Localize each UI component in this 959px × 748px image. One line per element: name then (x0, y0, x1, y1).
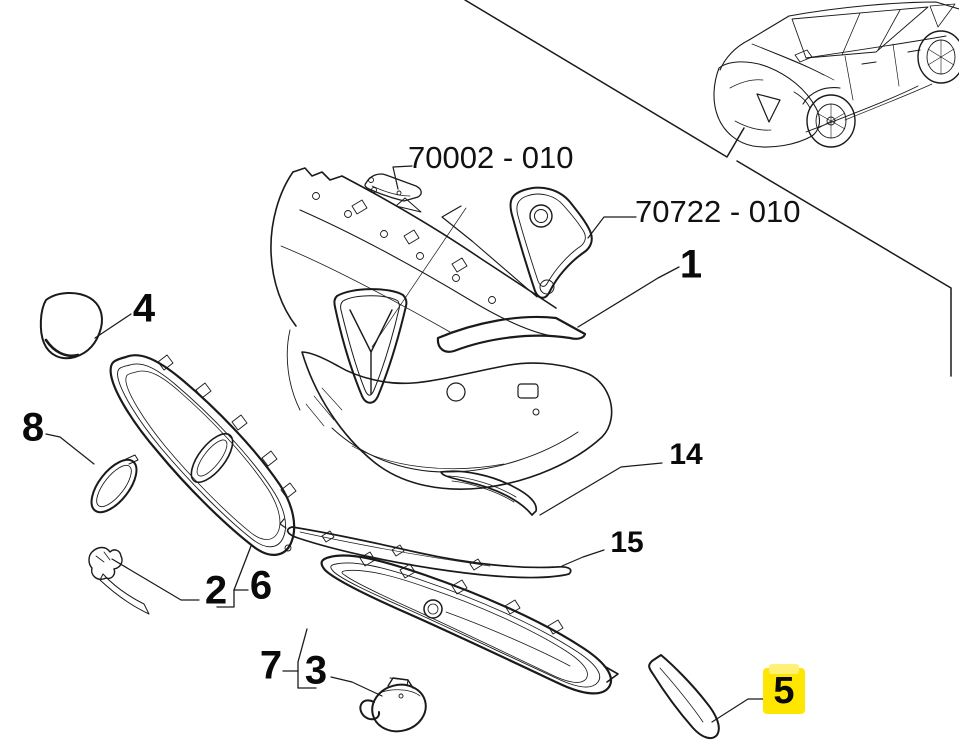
callout-5[interactable]: 5 (773, 669, 795, 712)
leader-line-15 (561, 549, 605, 567)
leader-line-2 (111, 558, 200, 601)
part-5-side-grille-drawing[interactable] (648, 654, 720, 740)
callout-4[interactable]: 4 (132, 286, 156, 331)
part-number-label-70002[interactable]: 70002 - 010 (408, 140, 574, 175)
leader-line-70722 (587, 216, 637, 239)
callout-7[interactable]: 7 (259, 643, 283, 688)
leader-line-8 (45, 433, 95, 465)
part-3-lower-grille-drawing[interactable] (320, 551, 619, 695)
part-2-6-upper-grille-drawing[interactable] (109, 354, 297, 556)
part-8-oval-bezel-drawing[interactable] (83, 452, 145, 519)
callout-14[interactable]: 14 (669, 438, 703, 471)
part-15-lower-strip-drawing[interactable] (279, 518, 572, 579)
callout-15[interactable]: 15 (610, 526, 644, 559)
callout-2[interactable]: 2 (204, 568, 228, 613)
leader-line-4 (94, 313, 132, 339)
part-14-trim-blade-drawing[interactable] (440, 470, 538, 516)
car-thumbnail (713, 1, 959, 148)
callout-8[interactable]: 8 (21, 405, 45, 450)
part-4-mesh-insert-drawing[interactable] (39, 292, 103, 360)
leader-line-70002 (371, 165, 538, 348)
callout-3[interactable]: 3 (304, 648, 328, 693)
part-towhook-cover-drawing[interactable] (359, 677, 431, 737)
part-70002-bracket-drawing[interactable] (364, 173, 422, 213)
callout-5-highlight[interactable]: 5 (763, 664, 805, 714)
leader-line-5 (711, 698, 764, 723)
view-pointer-lines (464, 0, 952, 377)
part-1-bumper-cover-drawing[interactable] (270, 167, 613, 490)
leader-line-14 (539, 462, 663, 516)
callout-1[interactable]: 1 (679, 242, 703, 287)
leader-line-3 (330, 676, 383, 697)
callout-bracket-7-3 (282, 628, 317, 689)
callout-bracket-2-6 (216, 545, 252, 608)
part-70722-badge-grille-drawing[interactable] (509, 186, 593, 299)
part-number-label-70722[interactable]: 70722 - 010 (635, 194, 801, 229)
callout-6[interactable]: 6 (249, 563, 273, 608)
part-2-washer-cover-drawing[interactable] (88, 546, 150, 615)
leader-line-1 (577, 266, 680, 328)
